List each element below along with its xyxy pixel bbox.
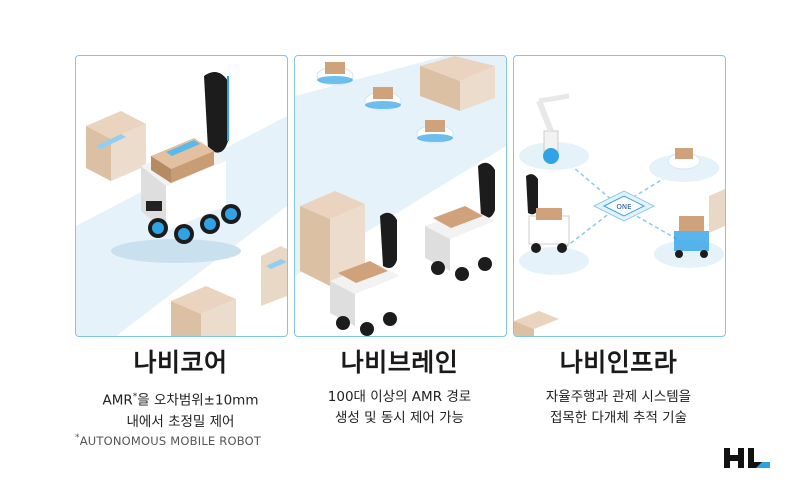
feature-description: 자율주행과 관제 시스템을 접목한 다개체 추적 기술 <box>513 387 724 429</box>
hl-logo <box>724 446 772 470</box>
feature-title: 나비브레인 <box>340 348 459 377</box>
description-line: 생성 및 동시 제어 가능 <box>335 410 464 426</box>
delivery-robot-icon <box>425 162 495 281</box>
footnote-text: AUTONOMOUS MOBILE ROBOT <box>79 433 262 448</box>
footnote: *AUTONOMOUS MOBILE ROBOT <box>75 433 315 448</box>
desc-text: 을 오차범위±10mm <box>137 392 259 409</box>
feature-description: AMR*을 오차범위±10mm 내에서 초정밀 제어 <box>75 387 286 433</box>
description-line: 자율주행과 관제 시스템을 <box>545 389 692 405</box>
footnote-marker: * <box>132 392 138 402</box>
description-line: 접목한 다개체 추적 기술 <box>549 410 688 426</box>
box-stack-icon <box>171 286 236 336</box>
navi-brain-illustration <box>294 55 507 337</box>
desc-text: AMR <box>102 392 133 409</box>
navi-infra-illustration: ONE <box>513 55 726 337</box>
box-stack-icon <box>86 111 146 181</box>
delivery-robot-icon <box>526 174 570 253</box>
robot-arm-icon <box>536 93 570 164</box>
description-line: 100대 이상의 AMR 경로 <box>327 389 472 405</box>
navi-core-illustration <box>75 55 288 337</box>
box-stack-icon <box>261 246 287 306</box>
cart-robot-icon <box>674 216 709 258</box>
box-stack-icon <box>709 189 725 233</box>
delivery-robot-icon <box>111 72 241 263</box>
feature-description: 100대 이상의 AMR 경로 생성 및 동시 제어 가능 <box>294 387 505 429</box>
box-stack-icon <box>420 56 495 111</box>
svg-text:ONE: ONE <box>616 203 631 211</box>
box-stack-icon <box>514 311 559 336</box>
delivery-robot-icon <box>330 212 400 336</box>
control-server-icon: ONE <box>592 190 656 222</box>
robot-small-icon <box>667 148 701 170</box>
description-line: 내에서 초정밀 제어 <box>126 413 235 430</box>
robot-small-icon <box>416 120 454 144</box>
footnote-marker: * <box>75 433 80 443</box>
robot-small-icon <box>364 87 402 111</box>
box-stack-icon <box>300 191 365 286</box>
description-line: AMR*을 오차범위±10mm <box>75 387 286 412</box>
feature-title: 나비코어 <box>133 348 228 377</box>
robot-small-icon <box>316 62 354 86</box>
feature-title: 나비인프라 <box>559 348 678 377</box>
